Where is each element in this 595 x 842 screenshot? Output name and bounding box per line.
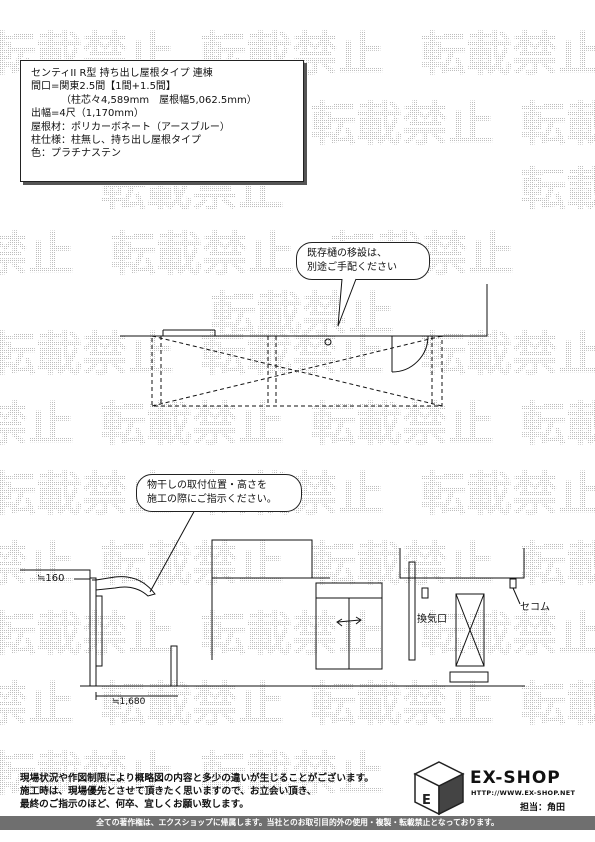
brand-name: EX-SHOP <box>470 768 561 788</box>
laundry-note-line1: 物干しの取付位置・高さを <box>147 480 267 491</box>
spec-roof-material: 屋根材：ポリカーボネート（アースブルー） <box>31 121 230 133</box>
brand-url: HTTP://WWW.EX-SHOP.NET <box>471 789 576 797</box>
site-notes: 現場状況や作図制限により概略図の内容と多少の違いが生じることがございます。 施工… <box>20 772 374 811</box>
note-line-3: 最終のご指示のほど、何卒、宜しくお願い致します。 <box>20 799 249 810</box>
spec-depth: 出幅=4尺（1,170mm） <box>31 108 144 120</box>
spec-product: センティII R型 持ち出し屋根タイプ 連棟 <box>31 68 213 79</box>
plan-view <box>120 284 488 407</box>
spec-pillar: 柱仕様：柱無し、持ち出し屋根タイプ <box>31 135 201 147</box>
laundry-note-callout: 物干しの取付位置・高さを 施工の際にご指示ください。 <box>136 474 302 512</box>
height-dimension-label: ≒160 <box>37 573 65 584</box>
spec-color: 色：プラチナステン <box>31 148 121 160</box>
elevation-view <box>20 507 525 700</box>
width-dimension-label: ≒1,680 <box>112 697 146 707</box>
svg-text:E: E <box>422 793 431 808</box>
note-line-1: 現場状況や作図制限により概略図の内容と多少の違いが生じることがございます。 <box>20 773 374 784</box>
gutter-note-line2: 別途ご手配ください <box>307 262 397 273</box>
vent-label: 換気口 <box>417 614 447 625</box>
note-line-2: 施工時は、現場優先とさせて頂きたく思いますので、お立会い頂き、 <box>20 786 317 797</box>
spec-frontage: 間口=関東2.5間【1間+1.5間】 <box>31 81 176 93</box>
spec-box: センティII R型 持ち出し屋根タイプ 連棟 間口=関東2.5間【1間+1.5間… <box>20 60 304 182</box>
copyright-footer: 全ての著作権は、エクスショップに帰属します。当社とのお取引目的外の使用・複製・転… <box>0 816 595 830</box>
gutter-note-line1: 既存樋の移設は、 <box>307 248 387 259</box>
gutter-note-callout: 既存樋の移設は、 別途ご手配ください <box>296 242 430 280</box>
ex-shop-logo-icon: E <box>413 761 465 816</box>
laundry-note-line2: 施工の際にご指示ください。 <box>147 494 277 505</box>
spec-dimensions: （柱芯々4,589mm 屋根幅5,062.5mm） <box>61 94 257 106</box>
staff-label: 担当：角田 <box>520 803 566 813</box>
intercom-label: セコム <box>520 602 550 613</box>
